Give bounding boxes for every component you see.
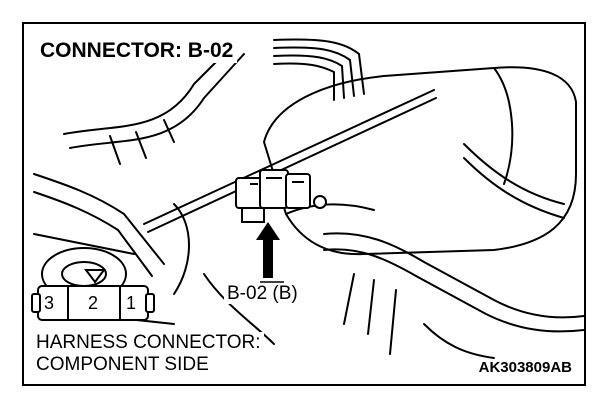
figure-code: AK303809AB — [476, 359, 574, 376]
connector-callout-label: B-02 (B) — [224, 283, 301, 304]
harness-caption-line-2: COMPONENT SIDE — [36, 354, 209, 375]
pipe — [143, 89, 435, 225]
sensor-connector-b02 — [235, 169, 327, 223]
hose-right — [323, 232, 584, 319]
harness-connector-caption: HARNESS CONNECTOR: COMPONENT SIDE — [34, 332, 264, 376]
hose-left — [63, 43, 235, 135]
hose-bundle — [273, 38, 365, 101]
pin-number-2: 2 — [88, 293, 99, 313]
connector-arrow — [256, 222, 280, 278]
intake-duct — [263, 66, 577, 256]
diagram-title: CONNECTOR: B-02 — [38, 38, 238, 63]
harness-caption-line-1: HARNESS CONNECTOR: — [36, 332, 261, 353]
harness-connector-face — [31, 269, 155, 321]
pin-number-3: 3 — [44, 293, 55, 313]
engine-bay-illustration — [31, 38, 584, 359]
diagram-frame: CONNECTOR: B-02 B-02 (B) 3 2 1 HARNESS C… — [22, 22, 586, 386]
pin-number-1: 1 — [126, 293, 137, 313]
